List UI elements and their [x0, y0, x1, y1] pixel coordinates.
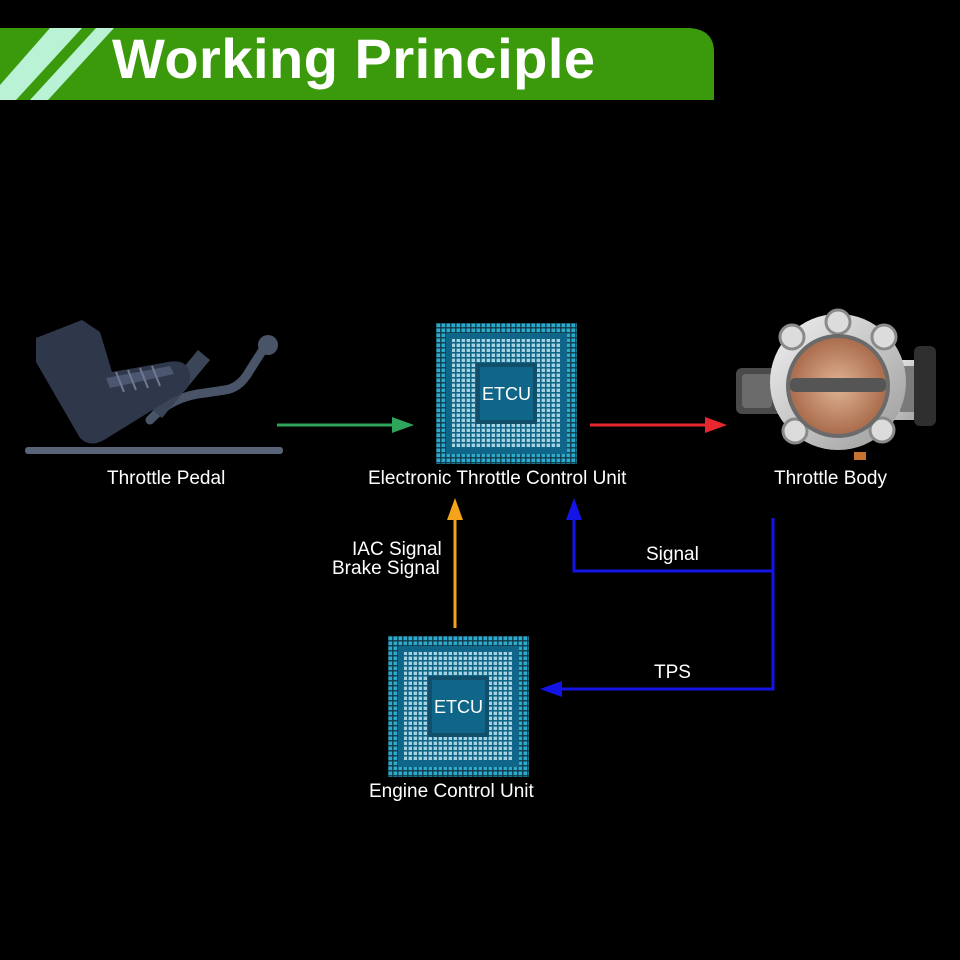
- ecu-chip: ETCU: [388, 636, 529, 777]
- throttle-body-icon: [736, 308, 936, 460]
- throttle-body-label: Throttle Body: [774, 468, 887, 489]
- throttle-pedal-icon: [25, 320, 283, 454]
- arrow-ecu-to-etcu: [447, 498, 463, 628]
- etcu-chip: ETCU: [436, 323, 577, 464]
- arrow-pedal-to-etcu: [277, 417, 414, 433]
- arrow-body-to-ecu-tps: [540, 571, 775, 697]
- banner-stripe-2: [30, 28, 114, 100]
- title-banner: [0, 28, 714, 100]
- ecu-chip-text: ETCU: [434, 697, 483, 717]
- arrow-body-to-etcu-signal: [566, 498, 775, 573]
- ecu-label: Engine Control Unit: [369, 781, 534, 802]
- throttle-pedal-label: Throttle Pedal: [107, 468, 226, 489]
- brake-signal-label: Brake Signal: [332, 558, 440, 579]
- tps-label: TPS: [654, 662, 691, 683]
- etcu-chip-text: ETCU: [482, 384, 531, 404]
- banner-stripe-1: [0, 28, 82, 100]
- page-title: Working Principle: [112, 27, 596, 90]
- arrow-etcu-to-body: [590, 417, 727, 433]
- iac-signal-label: IAC Signal: [352, 539, 442, 560]
- signal-label: Signal: [646, 544, 699, 565]
- etcu-label: Electronic Throttle Control Unit: [368, 468, 627, 489]
